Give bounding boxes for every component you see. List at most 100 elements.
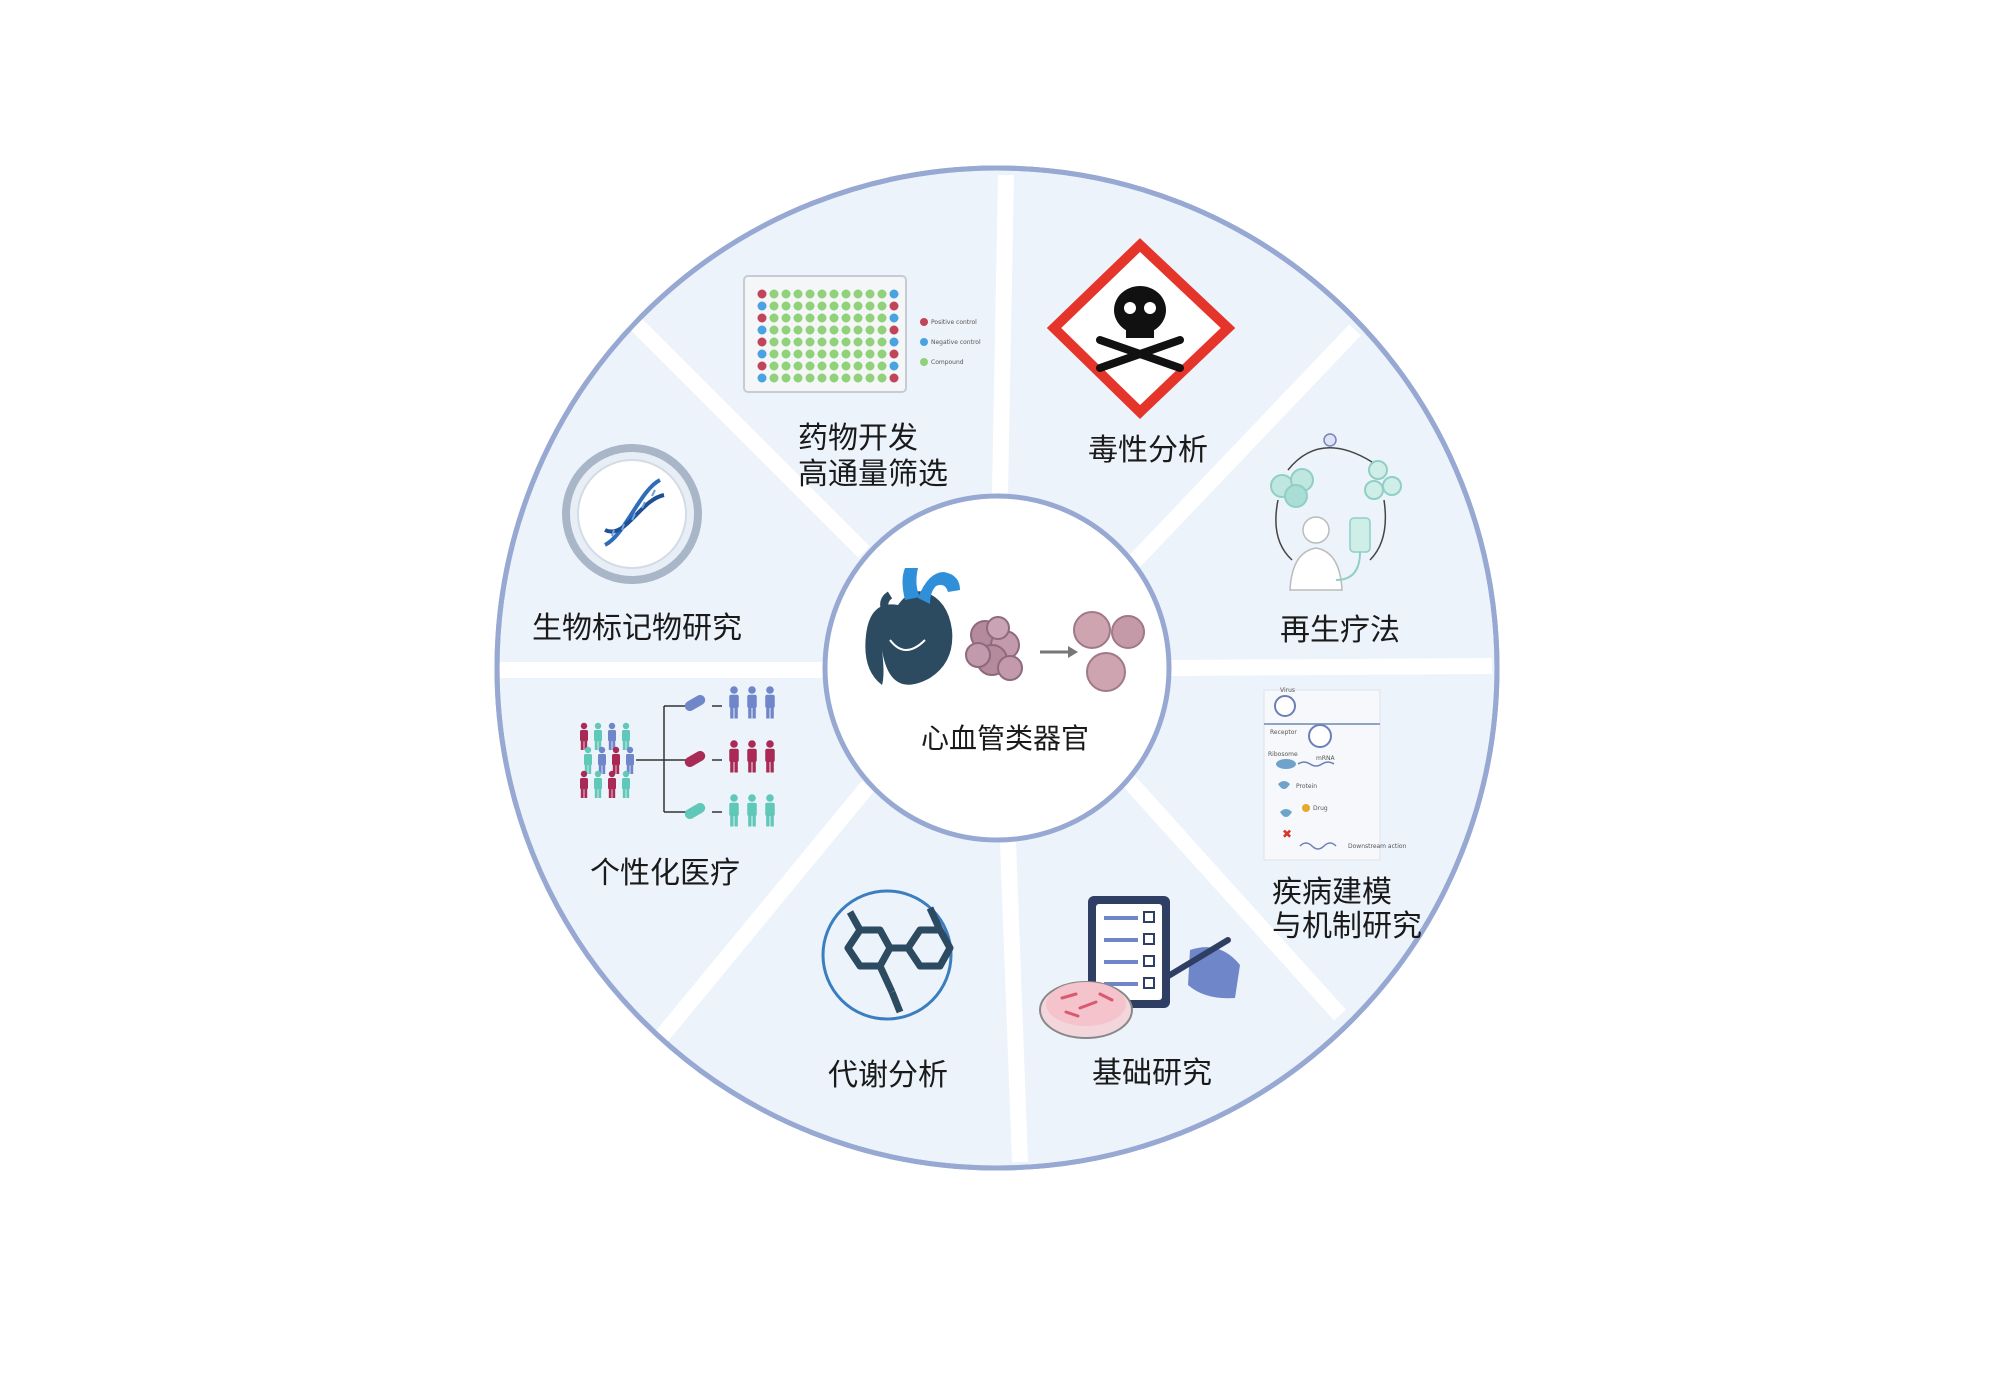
plate-well	[853, 325, 863, 335]
mature-organoids-icon	[1073, 611, 1145, 692]
plate-well	[805, 349, 815, 359]
plate-well	[865, 361, 875, 371]
plate-well	[841, 301, 851, 311]
legend-compound: Compound	[931, 359, 964, 366]
segment-label-drug-screening-1: 药物开发	[798, 421, 918, 456]
plate-well	[817, 289, 827, 299]
plate-well	[841, 361, 851, 371]
plate-well	[805, 361, 815, 371]
plate-well	[829, 289, 839, 299]
mech-label-virus: Virus	[1280, 687, 1295, 694]
plate-well	[853, 349, 863, 359]
plate-well	[889, 337, 899, 347]
plate-well	[793, 325, 803, 335]
person-figure-icon	[765, 740, 775, 773]
mech-label-receptor: Receptor	[1270, 729, 1297, 736]
plate-well	[865, 373, 875, 383]
plate-well	[841, 325, 851, 335]
plate-well	[841, 337, 851, 347]
divider-8	[624, 312, 870, 558]
person-figure-icon	[608, 770, 616, 798]
person-figure-icon	[584, 746, 592, 774]
plate-well	[865, 325, 875, 335]
divider-6	[655, 780, 875, 1042]
person-figure-icon	[729, 794, 739, 827]
inhibit-mark-icon: ✖	[1282, 827, 1292, 841]
person-figure-icon	[765, 794, 775, 827]
person-figure-icon	[765, 686, 775, 719]
person-figure-icon	[626, 746, 634, 774]
mech-label-mrna: mRNA	[1316, 755, 1336, 762]
plate-well	[805, 289, 815, 299]
plate-well	[757, 349, 767, 359]
plate-well	[793, 337, 803, 347]
plate-well	[817, 337, 827, 347]
plate-well	[865, 301, 875, 311]
plate-well	[781, 313, 791, 323]
plate-well	[817, 373, 827, 383]
plate-legend: Positive control Negative control Compou…	[920, 318, 981, 366]
legend-negative: Negative control	[931, 339, 981, 346]
plate-well	[793, 373, 803, 383]
plate-well	[829, 349, 839, 359]
person-figure-icon	[612, 746, 620, 774]
plate-well	[793, 289, 803, 299]
plate-well	[853, 313, 863, 323]
plate-well	[841, 289, 851, 299]
plate-well	[829, 361, 839, 371]
plate-well	[817, 325, 827, 335]
plate-well	[853, 301, 863, 311]
plate-well	[889, 373, 899, 383]
divider-4	[1122, 774, 1346, 1021]
plate-well	[805, 373, 815, 383]
plate-well	[877, 325, 887, 335]
plate-well	[793, 313, 803, 323]
plate-well	[817, 349, 827, 359]
plate-well	[853, 337, 863, 347]
plate-well	[817, 361, 827, 371]
clipboard-petri-icon	[1039, 896, 1240, 1039]
person-figure-icon	[747, 686, 757, 719]
segment-label-toxicity: 毒性分析	[1088, 433, 1208, 468]
plate-well	[889, 325, 899, 335]
plate-well	[805, 301, 815, 311]
legend-positive: Positive control	[931, 319, 977, 326]
mechanism-pathway-icon: Virus Receptor Ribosome mRNA Protein Dru…	[1263, 687, 1407, 861]
plate-well	[781, 373, 791, 383]
organoid-cluster-icon	[965, 616, 1023, 681]
plate-well	[865, 289, 875, 299]
plate-well	[757, 313, 767, 323]
plate-well	[769, 313, 779, 323]
mech-label-drug: Drug	[1313, 805, 1328, 812]
divider-5	[1000, 841, 1028, 1163]
plate-well	[757, 373, 767, 383]
plate-well	[877, 337, 887, 347]
plate-well	[865, 349, 875, 359]
segment-dividers	[500, 174, 1493, 1163]
person-figure-icon	[594, 770, 602, 798]
well-plate-icon: Positive control Negative control Compou…	[743, 275, 981, 393]
plate-well	[817, 313, 827, 323]
divider-1	[992, 174, 1014, 495]
plate-well	[769, 349, 779, 359]
plate-well	[769, 301, 779, 311]
plate-well	[829, 373, 839, 383]
plate-well	[889, 301, 899, 311]
arrow-right-icon	[1040, 646, 1078, 658]
person-figure-icon	[622, 770, 630, 798]
plate-well	[781, 289, 791, 299]
plate-well	[781, 301, 791, 311]
mech-label-ribosome: Ribosome	[1268, 751, 1298, 758]
segment-label-disease-model-2: 与机制研究	[1272, 909, 1422, 944]
divider-2	[1124, 324, 1361, 572]
plate-well	[877, 313, 887, 323]
plate-well	[853, 373, 863, 383]
plate-well	[829, 337, 839, 347]
plate-well	[781, 349, 791, 359]
person-figure-icon	[580, 770, 588, 798]
outer-ring-stroke	[494, 165, 1500, 1171]
plate-well	[793, 349, 803, 359]
person-figure-icon	[622, 722, 630, 750]
plate-well	[877, 349, 887, 359]
person-figure-icon	[608, 722, 616, 750]
